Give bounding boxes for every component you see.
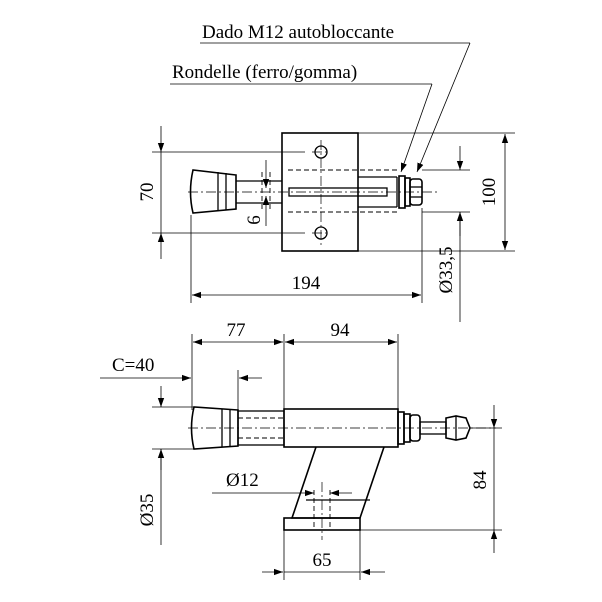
dim-stroke-c-40: C=40	[112, 355, 154, 376]
side-view: C=40 77 94 Ø35 Ø12 84 65	[100, 320, 502, 580]
dim-100: 100	[479, 178, 500, 207]
dim-77: 77	[227, 320, 246, 341]
dim-84: 84	[470, 470, 491, 490]
dim-diameter-12: Ø12	[226, 470, 259, 491]
dim-194: 194	[292, 273, 321, 294]
dim-65: 65	[313, 550, 332, 571]
dim-94: 94	[331, 320, 351, 341]
dim-diameter-35: Ø35	[137, 494, 158, 527]
dim-diameter-33-5: Ø33,5	[436, 247, 457, 294]
support-leg	[290, 446, 385, 519]
washers-callout-label: Rondelle (ferro/gomma)	[172, 62, 357, 83]
nut-callout-label: Dado M12 autobloccante	[202, 22, 394, 43]
handle-knob	[189, 169, 237, 214]
nut-leader	[416, 42, 471, 173]
side-bolt-nut	[445, 415, 471, 441]
base-plate	[283, 517, 361, 531]
dim-70: 70	[137, 183, 158, 202]
top-view: 70 6 100 Ø33,5 194	[137, 126, 515, 322]
washers-leader	[400, 83, 433, 173]
dim-6: 6	[244, 215, 265, 225]
